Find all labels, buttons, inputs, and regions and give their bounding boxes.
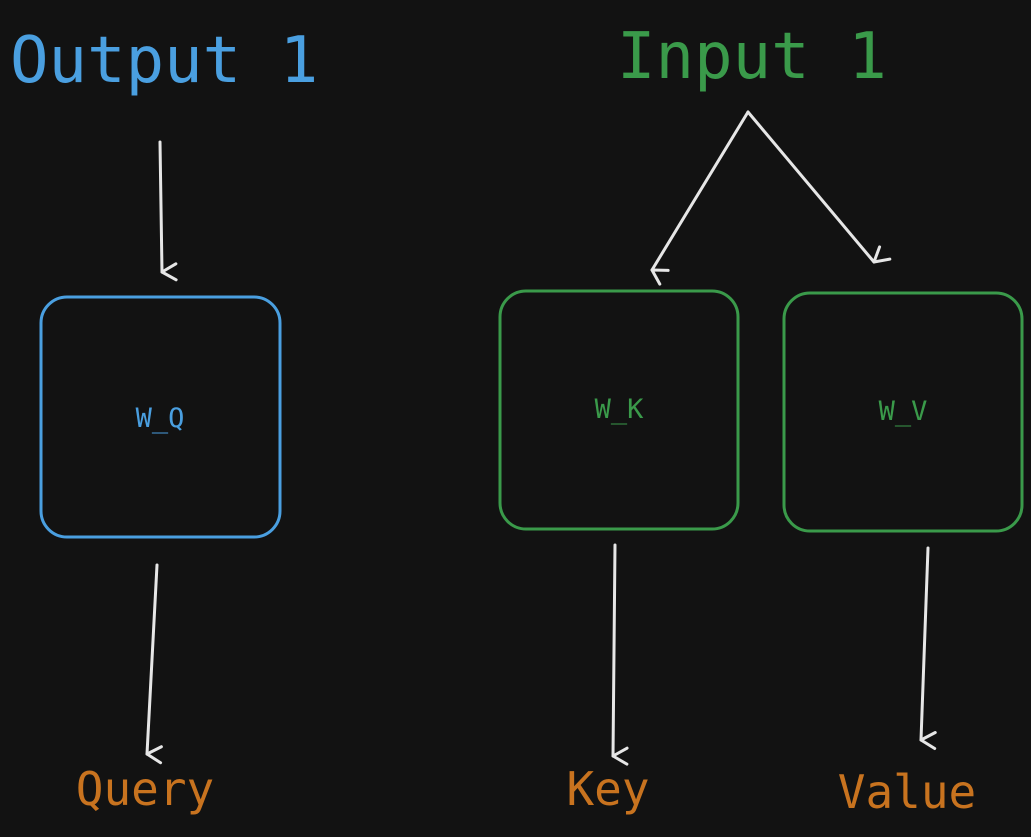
- arrow-wq-to-query: [145, 563, 163, 765]
- query-label: Query: [76, 762, 214, 816]
- wq-label: W_Q: [136, 403, 185, 434]
- wq-box: W_Q: [39, 295, 282, 539]
- arrow-input-to-wv: [746, 110, 892, 264]
- arrow-wk-to-key: [611, 543, 629, 766]
- wk-box: W_K: [498, 289, 740, 531]
- input-1-title: Input 1: [617, 20, 887, 94]
- arrow-input-to-wk: [650, 110, 750, 286]
- arrow-wv-to-value: [919, 546, 937, 751]
- key-label: Key: [566, 762, 649, 816]
- wv-label: W_V: [879, 396, 928, 427]
- output-1-title: Output 1: [10, 24, 318, 98]
- value-label: Value: [838, 765, 976, 819]
- wv-box: W_V: [782, 291, 1024, 533]
- arrow-output-to-wq: [158, 140, 178, 282]
- wk-label: W_K: [595, 394, 645, 425]
